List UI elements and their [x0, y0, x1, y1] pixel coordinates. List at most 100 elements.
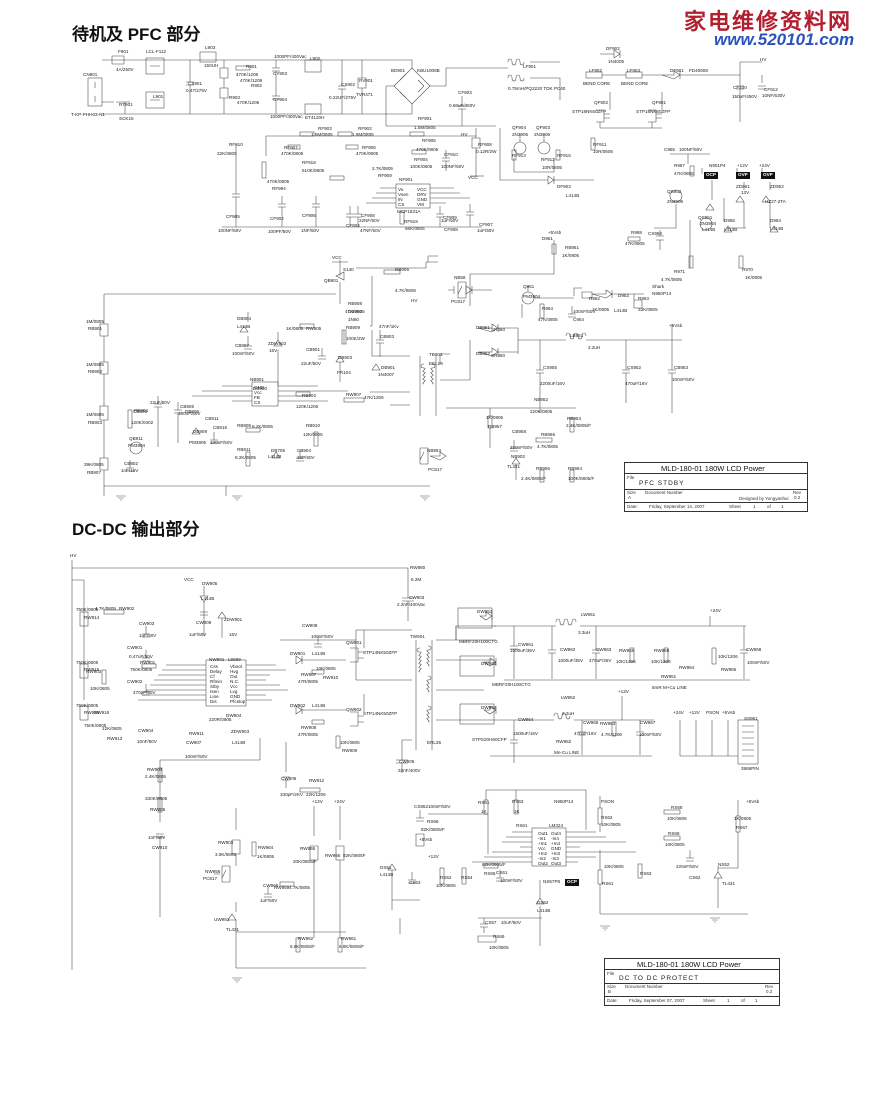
- component-label: D953: [618, 293, 629, 298]
- component-label: 750K/0805: [130, 667, 153, 672]
- component-label: T-KP-PHH03-N1: [71, 112, 105, 117]
- title-block-title: MLD-180-01 180W LCD Power: [661, 464, 765, 473]
- component-label: 8.2K/0805: [252, 424, 273, 429]
- title-block-sheet: 1: [753, 504, 756, 509]
- component-label: CS955: [543, 365, 558, 370]
- component-label: RS62: [601, 815, 613, 820]
- component-label: DW902: [290, 703, 306, 708]
- component-label: 22K/1206: [306, 792, 326, 797]
- pin-label: Out2: [538, 861, 548, 866]
- component-label: RS68: [671, 805, 683, 810]
- component-label: RB910: [306, 423, 321, 428]
- component-label: CW902: [127, 679, 143, 684]
- component-label: LB951: [570, 333, 584, 338]
- component-label: RS65: [484, 871, 496, 876]
- component-label: 1K/0805: [592, 307, 610, 312]
- component-label: 8.2K/0805: [235, 455, 256, 460]
- component-label: RS67: [736, 825, 748, 830]
- component-label: 750K/0805: [76, 660, 99, 665]
- component-label: RB956: [541, 432, 556, 437]
- title-block-date: Friday, September 07, 2007: [629, 998, 685, 1003]
- component-label: +12V: [312, 799, 323, 804]
- component-label: DB901: [381, 365, 396, 370]
- component-label: 10K/0805: [90, 686, 110, 691]
- protection-badge: OCP: [565, 879, 579, 886]
- component-label: CB953: [674, 365, 689, 370]
- title-block-file-label: File: [627, 475, 635, 480]
- component-label: ZD952: [770, 184, 784, 189]
- component-label: +24V: [710, 608, 721, 613]
- pin-label: Out3: [551, 861, 561, 866]
- pin-label: Line: [210, 694, 219, 699]
- component-label: ERL35: [427, 740, 442, 745]
- component-label: RW906: [150, 807, 166, 812]
- component-label: RB908: [348, 301, 363, 306]
- component-label: RF916: [557, 153, 571, 158]
- component-label: 1nF/50V: [148, 835, 166, 840]
- component-label: RB911: [237, 447, 251, 452]
- component-label: RW954: [679, 665, 695, 670]
- component-label: CF908: [361, 213, 375, 218]
- component-label: 470K/0805: [356, 151, 379, 156]
- component-label: CW906: [281, 776, 297, 781]
- component-label: 1M/0805: [86, 362, 104, 367]
- component-label: R968: [631, 230, 642, 235]
- component-label: R962: [589, 296, 600, 301]
- component-label: D954: [770, 218, 781, 223]
- component-label: 3.3uH: [578, 630, 591, 635]
- component-label: 470K/0805: [281, 151, 304, 156]
- title-block-of: 1: [781, 504, 784, 509]
- component-label: CS952: [414, 804, 429, 809]
- component-label: LCL-F112: [146, 49, 167, 54]
- component-label: QW901: [346, 640, 362, 645]
- title-block-rev: 0.2: [794, 495, 801, 500]
- component-label: C954: [573, 317, 584, 322]
- component-label: MBRF20H100CTG: [459, 639, 498, 644]
- title-block-dcdc: MLD-180-01 180W LCD Power File DC TO DC …: [604, 958, 780, 1006]
- component-label: RW965: [300, 846, 316, 851]
- component-label: 100nF/50V: [178, 411, 201, 416]
- title-block-size-label: Size: [627, 490, 636, 495]
- component-label: 22K/0805: [217, 151, 237, 156]
- component-label: 470K/1206: [236, 72, 259, 77]
- component-label: RF905: [422, 138, 436, 143]
- component-label: CF909: [443, 215, 457, 220]
- component-label: QF903: [536, 125, 551, 130]
- component-label: PSON: [706, 710, 720, 715]
- component-label: 47K/1206: [364, 395, 384, 400]
- component-label: 4.7K/0805: [395, 288, 416, 293]
- component-label: 6.8K/0805/F: [339, 944, 365, 949]
- component-label: RB901: [88, 326, 103, 331]
- component-label: LF901: [523, 64, 537, 69]
- component-label: L414B: [614, 308, 628, 313]
- component-label: 2N3904: [700, 221, 717, 226]
- component-label: 0.22UF/275V: [329, 95, 357, 100]
- component-label: RW912: [309, 778, 325, 783]
- component-label: CB902: [124, 461, 139, 466]
- component-label: PM3905: [189, 440, 207, 445]
- component-label: RB906: [395, 267, 410, 272]
- pin-label: GND: [551, 846, 562, 851]
- component-label: VCC: [332, 255, 342, 260]
- component-label: L414B: [312, 651, 326, 656]
- pin-label: Out: [230, 674, 238, 679]
- component-label: RF907: [284, 145, 298, 150]
- component-label: CF908: [444, 227, 458, 232]
- component-label: 1000uF/35V: [558, 658, 584, 663]
- component-label: 220nF/50V: [510, 445, 533, 450]
- component-label: EEL19: [429, 361, 443, 366]
- title-block-doc-label: Document Number: [645, 490, 683, 495]
- component-label: NS52: [718, 862, 730, 867]
- pin-label: CS: [398, 202, 405, 207]
- component-label: 47R/0805: [298, 732, 318, 737]
- component-label: 33K/0805: [638, 307, 658, 312]
- component-label: L414B: [566, 193, 580, 198]
- component-label: 100nF/50V: [639, 732, 662, 737]
- component-label: +12V: [428, 854, 439, 859]
- component-label: RW910: [323, 675, 339, 680]
- component-label: RW962: [298, 936, 314, 941]
- component-label: RB907: [87, 470, 102, 475]
- component-label: L414B: [237, 324, 251, 329]
- component-label: 1K/0805: [562, 253, 580, 258]
